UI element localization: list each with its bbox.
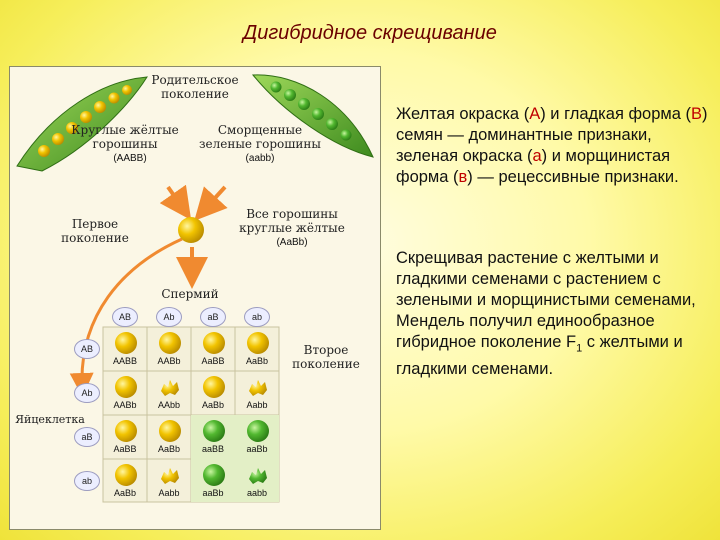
explanation-paragraph-2: Скрещивая растение с желтыми и гладкими … [396,248,714,380]
green-round-pea-icon [203,420,225,442]
p1-allele-A: А [529,105,541,123]
yellow-wrinkled-pea-icon [249,380,267,396]
f1-yellow-pea-icon [178,217,204,243]
punnett-cell: AABB [104,329,146,369]
p1-text-3: ) семян — доминантные признаки, зеленая … [396,105,708,165]
p1-allele-a: а [532,147,542,165]
yellow-round-pea-icon [203,376,225,398]
punnett-cell: Aabb [148,461,190,501]
f1-label-line-2: поколение [61,231,129,245]
p1-allele-b: в [458,168,468,186]
punnett-cell: AABb [104,373,146,413]
parents-title-line-2: поколение [161,87,229,101]
egg-gamete-0: AB [74,339,100,359]
right-parent-line-1: Сморщенные [217,123,303,137]
cell-genotype: AABB [112,356,137,366]
yellow-round-pea-icon [115,420,137,442]
cell-genotype: aabb [246,488,268,498]
explanation-paragraph-1: Желтая окраска (А) и гладкая форма (В) с… [396,104,714,188]
punnett-cell: AAbb [148,373,190,413]
punnett-cell: aabb [236,461,278,501]
yellow-pea-pod-icon [16,76,148,172]
egg-gamete-1: Ab [74,383,100,403]
cell-genotype: AaBB [113,444,137,454]
right-parent-line-2: зеленые горошины [199,137,321,151]
p2-text-1: Скрещивая растение с желтыми и гладкими … [396,249,696,351]
cell-genotype: AABb [113,400,137,410]
yellow-round-pea-icon [115,376,137,398]
right-parent-genotype: (aabb) [245,153,275,164]
green-wrinkled-pea-icon [249,468,267,484]
punnett-cell: Aabb [236,373,278,413]
punnett-cell: AaBb [148,417,190,457]
p1-text-1: Желтая окраска ( [396,105,530,123]
left-parent-line-2: горошины [92,137,158,151]
p2-text-2: с желтыми и гладкими семенами. [396,333,683,379]
f1-desc-line-1: Все горошины [246,207,338,221]
green-round-pea-icon [203,464,225,486]
egg-label: Яйцеклетка [15,413,85,426]
egg-gamete-2: aB [74,427,100,447]
f2-label: Второе поколение [286,343,366,371]
parents-title: Родительское поколение [130,73,260,101]
left-parent-label: Круглые жёлтые горошины [70,123,180,151]
cell-genotype: Aabb [158,488,180,498]
punnett-cell: AaBb [192,373,234,413]
cell-genotype: AaBb [113,488,137,498]
cell-genotype: AaBb [157,444,181,454]
sperm-gamete-0: AB [112,307,138,327]
p1-allele-B: В [691,105,703,123]
cell-genotype: AAbb [157,400,181,410]
sperm-gamete-3: ab [244,307,270,327]
f2-label-line-1: Второе [303,343,349,357]
f1-label-line-1: Первое [71,217,119,231]
f1-genotype: (AaBb) [276,237,308,248]
punnett-cell: AaBB [104,417,146,457]
punnett-cell: AaBb [104,461,146,501]
sperm-gamete-1: Ab [156,307,182,327]
yellow-round-pea-icon [203,332,225,354]
f1-description: Все горошины круглые жёлтые [232,207,352,235]
cell-genotype: AABb [157,356,181,366]
green-round-pea-icon [247,420,269,442]
cell-genotype: aaBb [246,444,268,454]
punnett-cell: aaBb [192,461,234,501]
punnett-cell: aaBB [192,417,234,457]
left-parent-genotype: (ААВВ) [113,153,147,164]
p2-subscript: 1 [576,342,583,355]
green-pea-pod-icon [251,74,374,158]
cell-genotype: aaBb [202,488,224,498]
p1-text-4: ) и морщинистая форма ( [396,147,671,186]
yellow-wrinkled-pea-icon [161,380,179,396]
dihybrid-diagram: Родительское поколение Круглые жёлтые го… [9,66,381,530]
f1-desc-line-2: круглые жёлтые [239,221,345,235]
cell-genotype: AaBB [201,356,225,366]
cell-genotype: AaBb [245,356,269,366]
yellow-round-pea-icon [115,464,137,486]
right-parent-label: Сморщенные зеленые горошины [195,123,325,151]
punnett-cell: aaBb [236,417,278,457]
f1-label: Первое поколение [50,217,140,245]
egg-gamete-3: ab [74,471,100,491]
yellow-round-pea-icon [247,332,269,354]
cell-genotype: aaBB [201,444,225,454]
cell-genotype: Aabb [246,400,268,410]
parents-title-line-1: Родительское [151,73,239,87]
punnett-cell: AABb [148,329,190,369]
yellow-round-pea-icon [159,420,181,442]
yellow-round-pea-icon [115,332,137,354]
f2-label-line-2: поколение [292,357,360,371]
cell-genotype: AaBb [201,400,225,410]
punnett-cell: AaBb [236,329,278,369]
sperm-gamete-2: aB [200,307,226,327]
yellow-wrinkled-pea-icon [161,468,179,484]
p1-text-2: ) и гладкая форма ( [540,105,691,123]
punnett-cell: AaBB [192,329,234,369]
yellow-round-pea-icon [159,332,181,354]
slide-title: Дигибридное скрещивание [243,22,497,44]
left-parent-line-1: Круглые жёлтые [71,123,179,137]
p1-text-5: ) — рецессивные признаки. [467,168,679,186]
sperm-label: Спермий [161,287,219,301]
